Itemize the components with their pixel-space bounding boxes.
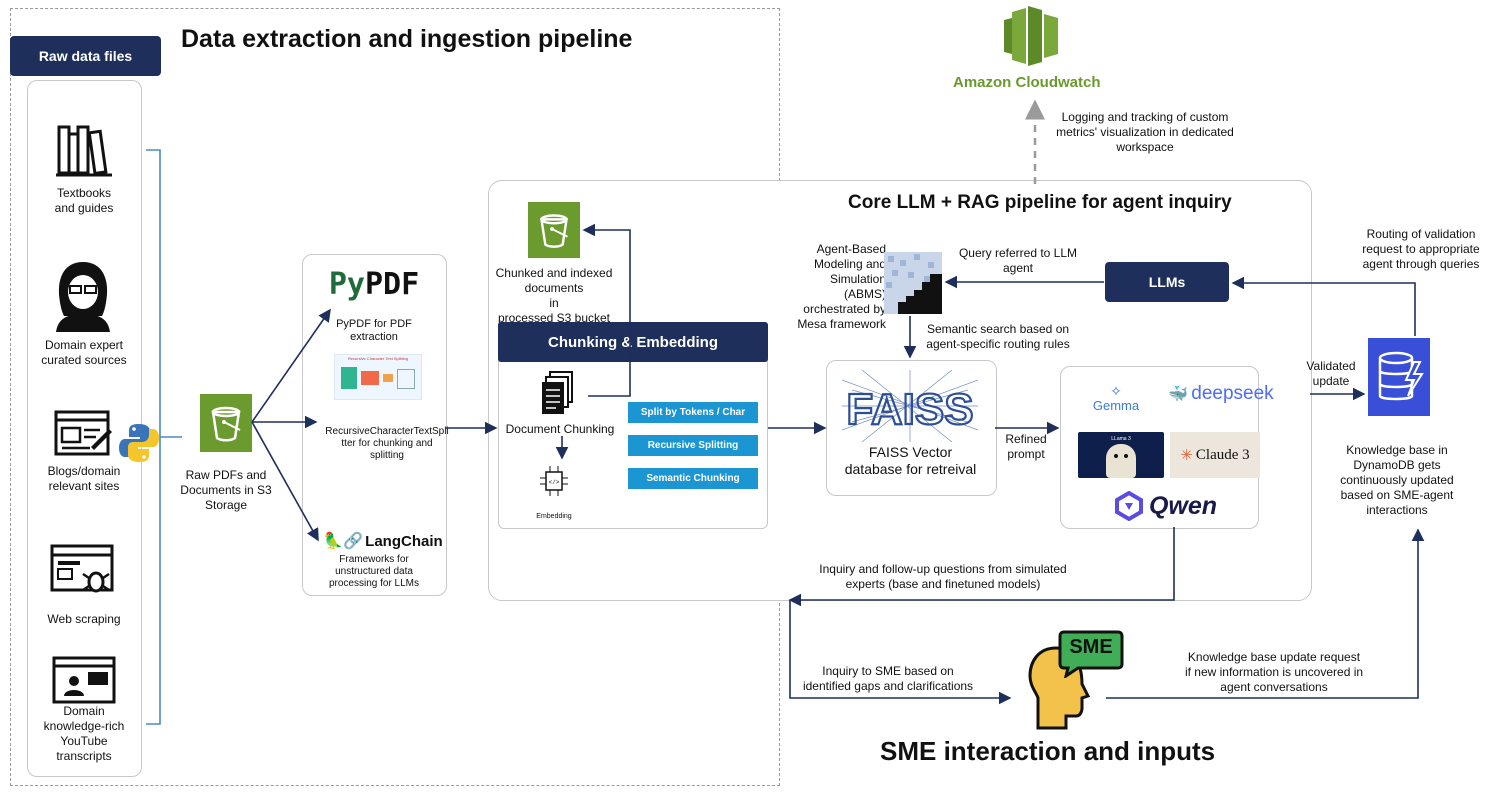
raw-sources-panel — [27, 80, 142, 777]
cloudwatch-icon — [1004, 6, 1058, 66]
cloudwatch-note: Logging and tracking of custom metrics' … — [1056, 110, 1234, 154]
method-recursive: Recursive Splitting — [628, 435, 758, 456]
sme-badge: SME — [1058, 630, 1124, 678]
dynamodb-label: Knowledge base in DynamoDB gets continuo… — [1340, 443, 1454, 517]
svg-text:FAISS: FAISS — [846, 385, 973, 434]
kb-update-request-label: Knowledge base update request if new inf… — [1184, 650, 1364, 694]
sme-section-title: SME interaction and inputs — [880, 736, 1216, 766]
python-icon — [118, 422, 160, 464]
processed-bucket-label: Chunked and indexed documents in process… — [495, 266, 613, 325]
s3-raw-bucket-icon — [200, 394, 252, 452]
pypdf-caption: PyPDF for PDF extraction — [336, 318, 412, 343]
faiss-label: FAISS Vector database for retreival — [844, 444, 977, 477]
expert-icon — [56, 262, 110, 332]
inquiry-to-sme-label: Inquiry to SME based on identified gaps … — [802, 664, 974, 693]
recursive-splitting-thumbnail: Recursive Character Text Splitting — [334, 354, 422, 400]
recursive-splitter-caption: RecursiveCharacterTextSpli tter for chun… — [325, 426, 449, 461]
document-chunking-label: Document Chunking — [505, 422, 615, 436]
query-to-llm-label: Query referred to LLM agent — [958, 246, 1078, 275]
source-label-webscraping: Web scraping — [47, 612, 121, 626]
validated-update-label: Validated update — [1306, 359, 1356, 388]
blog-icon — [54, 410, 112, 456]
langchain-logo: 🦜🔗LangChain — [323, 532, 443, 551]
core-pipeline-title: Core LLM + RAG pipeline for agent inquir… — [848, 192, 1232, 213]
routing-label: Routing of validation request to appropr… — [1362, 227, 1480, 271]
books-icon — [56, 125, 112, 177]
refined-prompt-label: Refined prompt — [1005, 432, 1047, 461]
embedding-icon: </> — [540, 466, 568, 496]
s3-processed-bucket-icon — [528, 202, 580, 258]
embedding-label: Embedding — [536, 513, 572, 520]
documents-icon — [542, 371, 573, 414]
faiss-logo: FAISS — [842, 370, 978, 442]
raw-data-files-header: Raw data files — [10, 36, 161, 76]
svg-text:</>: </> — [549, 479, 560, 486]
deepseek-logo: 🐳deepseek — [1168, 383, 1274, 404]
source-label-textbooks: Textbooks and guides — [54, 186, 114, 215]
gemma-logo: ✧ Gemma — [1092, 383, 1140, 413]
web-scraping-icon — [50, 544, 114, 593]
method-semantic: Semantic Chunking — [628, 468, 758, 489]
source-label-blogs: Blogs/domain relevant sites — [47, 464, 121, 493]
qwen-logo: Qwen — [1104, 488, 1228, 524]
dynamodb-icon — [1368, 338, 1430, 416]
chunking-header: Chunking & Embedding — [498, 322, 768, 362]
ingestion-pipeline-title: Data extraction and ingestion pipeline — [181, 25, 633, 53]
llama-logo: LLama 3 — [1078, 432, 1164, 478]
llms-box: LLMs — [1105, 262, 1229, 302]
s3-raw-bucket-label: Raw PDFs and Documents in S3 Storage — [180, 468, 272, 512]
claude-logo: ✳Claude 3 — [1170, 432, 1260, 478]
cloudwatch-label: Amazon Cloudwatch — [953, 74, 1101, 91]
inquiry-followup-label: Inquiry and follow-up questions from sim… — [819, 562, 1067, 591]
semantic-search-label: Semantic search based on agent-specific … — [926, 322, 1070, 351]
abms-grid-icon — [884, 252, 942, 314]
source-label-expert: Domain expert curated sources — [41, 338, 127, 367]
langchain-caption: Frameworks for unstructured data process… — [328, 554, 420, 589]
faiss-panel — [826, 360, 997, 496]
method-split-tokens: Split by Tokens / Char — [628, 402, 758, 423]
source-label-youtube: Domain knowledge-rich YouTube transcript… — [43, 704, 125, 763]
abms-label: Agent-Based Modeling and Simulation (ABM… — [797, 242, 886, 331]
video-icon — [52, 656, 116, 704]
